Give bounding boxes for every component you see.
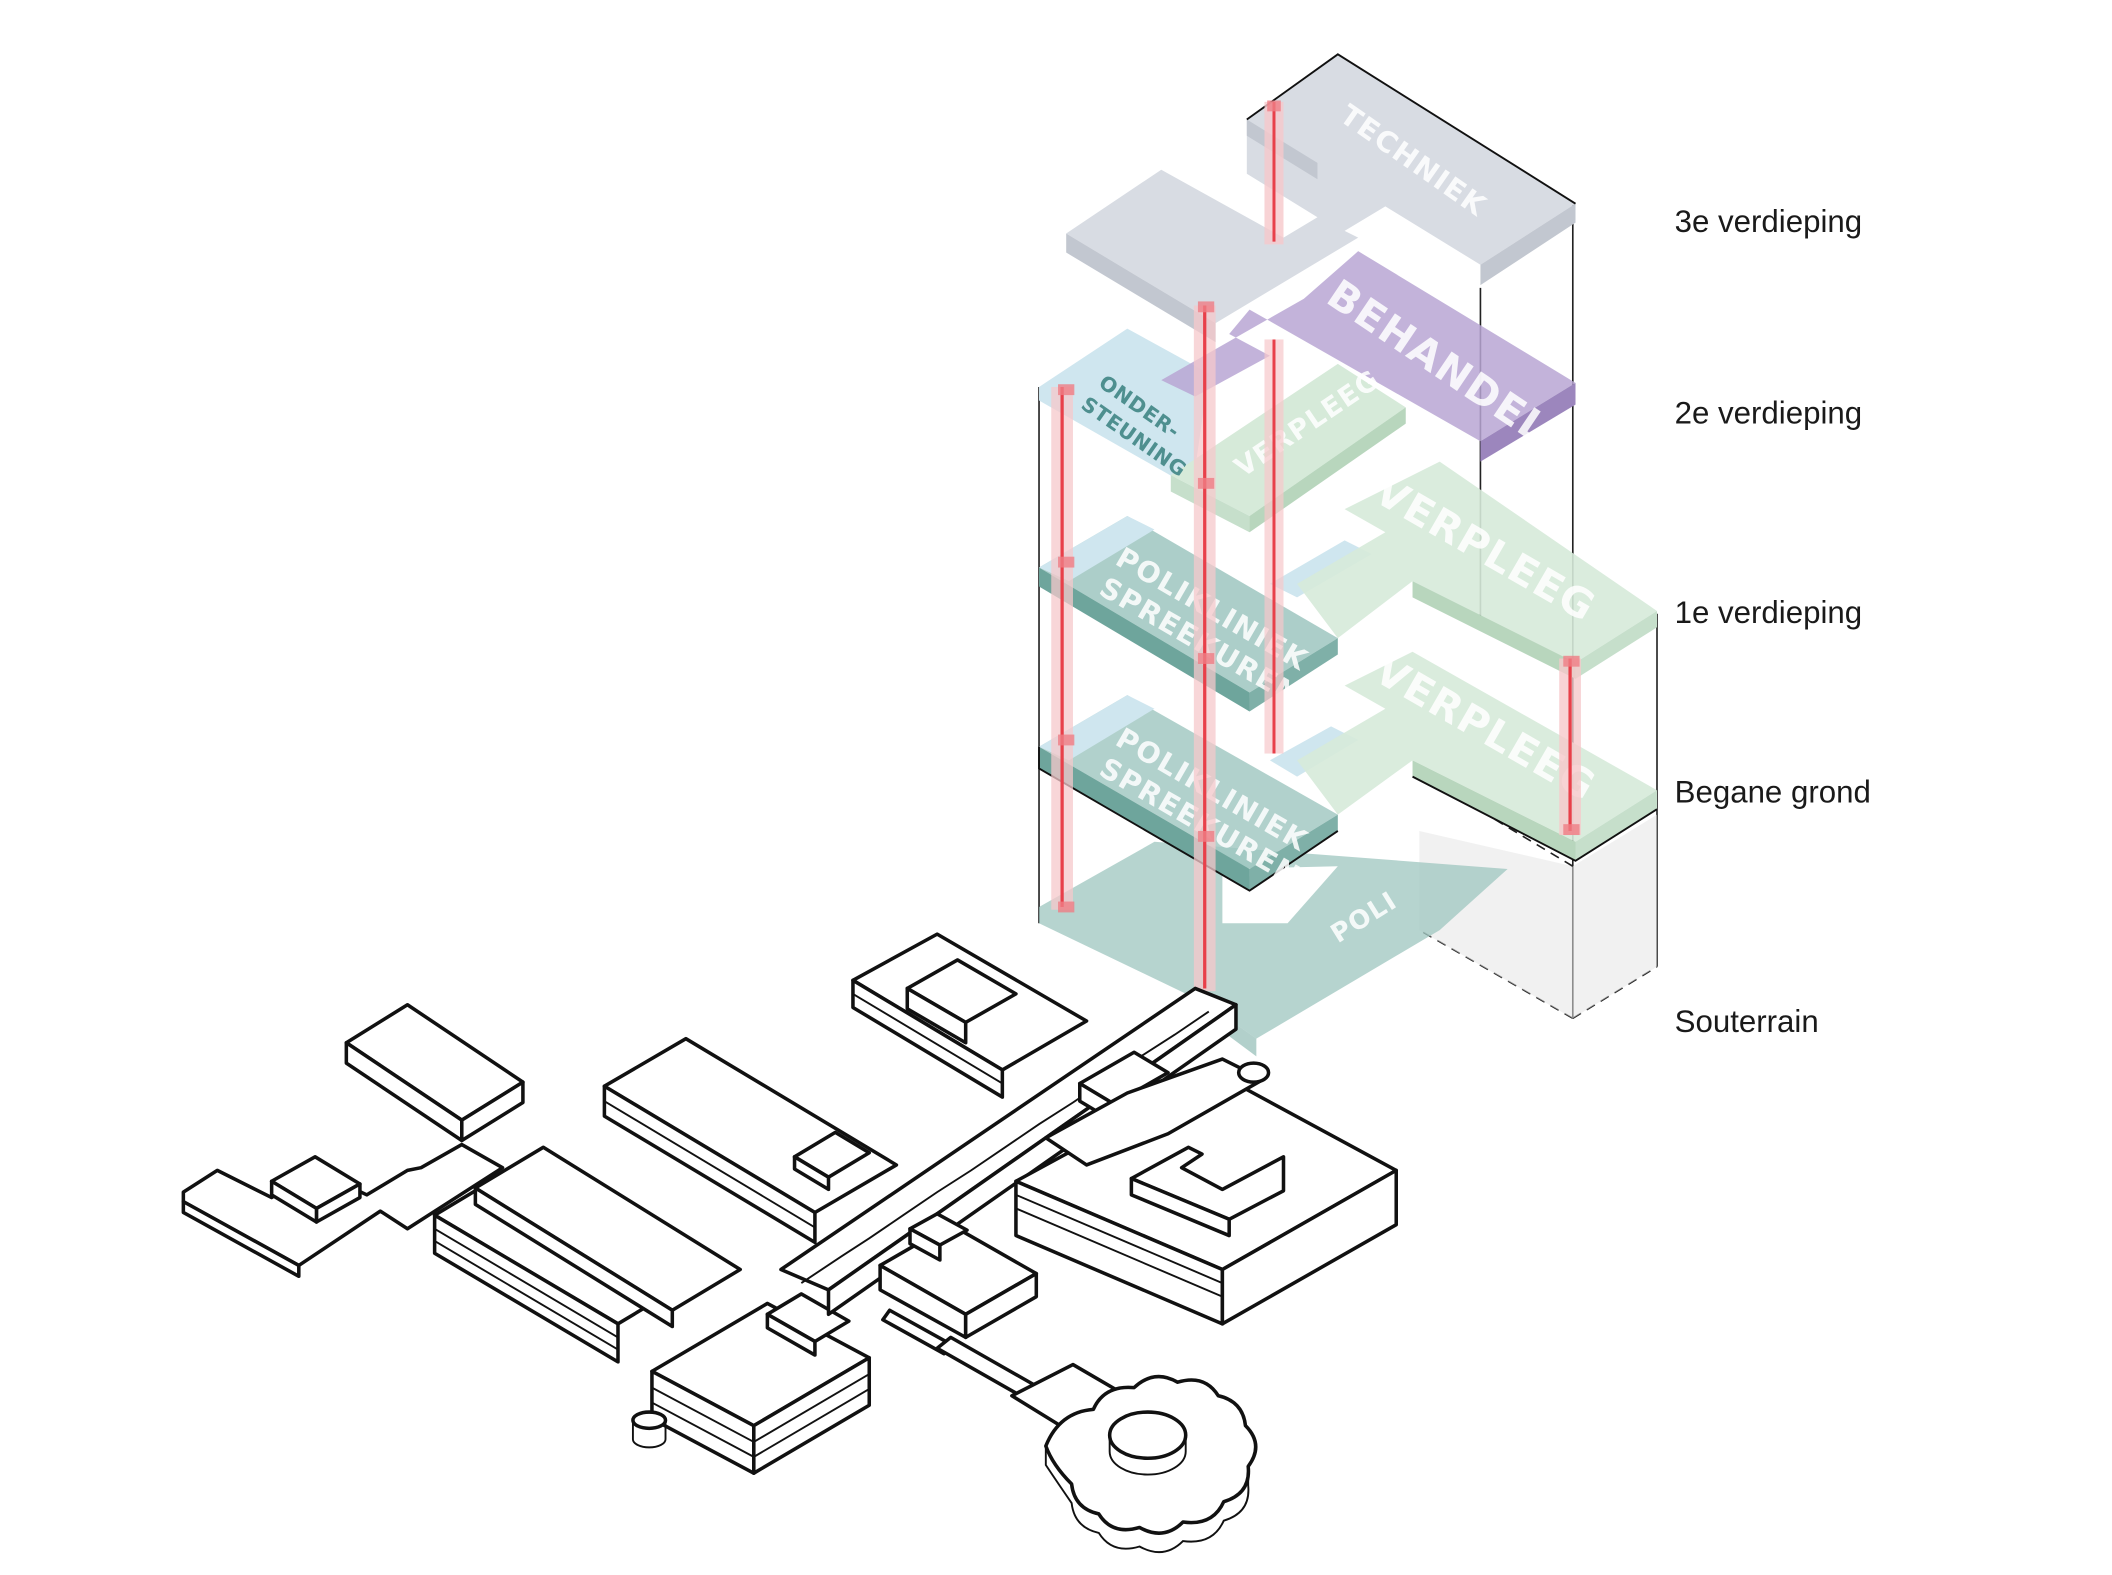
- floor-label-ground: Begane grond: [1675, 774, 1871, 809]
- hospital-complex-axonometric: [181, 932, 1398, 1554]
- floor-label-third: 3e verdieping: [1675, 204, 1862, 239]
- vertical-shafts: [1051, 100, 1581, 992]
- floor-label-second: 2e verdieping: [1675, 396, 1862, 431]
- second-floor-slab: ONDER- STEUNING BEHANDEL VERPLEEG: [1039, 251, 1576, 533]
- floor-labels: 3e verdieping 2e verdieping 1e verdiepin…: [1675, 204, 1871, 1039]
- floor-label-basement: Souterrain: [1675, 1004, 1819, 1039]
- floor-label-first: 1e verdieping: [1675, 595, 1862, 630]
